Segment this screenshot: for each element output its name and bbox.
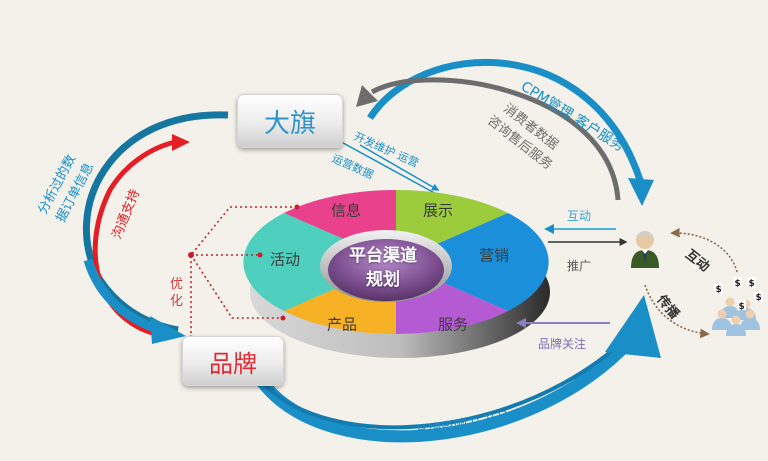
brand-attention-label: 品牌关注 bbox=[538, 337, 587, 351]
segment-activity bbox=[243, 213, 396, 311]
segment-label-activity: 活动 bbox=[269, 250, 301, 269]
segment-label-info: 信息 bbox=[330, 201, 362, 220]
spread-arrow bbox=[644, 284, 710, 339]
brand-node-box: 品牌 bbox=[182, 336, 284, 386]
crowd-money-icon: $ $ $ $ $ bbox=[712, 277, 763, 336]
svg-text:$: $ bbox=[756, 293, 762, 303]
cpm-arrow bbox=[367, 58, 654, 206]
segment-marketing bbox=[396, 213, 549, 311]
segment-label-product: 产品 bbox=[326, 315, 358, 334]
svg-text:$: $ bbox=[716, 285, 722, 295]
interact-right-arrow bbox=[670, 227, 738, 273]
segment-label-marketing: 营销 bbox=[478, 246, 510, 265]
platform-wheel bbox=[243, 189, 550, 358]
consumer-data-arrow bbox=[356, 77, 621, 201]
svg-text:$: $ bbox=[739, 302, 745, 312]
center-hub-title: 平台渠道 规划 bbox=[349, 246, 417, 290]
optimize-label: 优化 bbox=[170, 277, 184, 309]
interact-left-label: 互动 bbox=[567, 209, 592, 223]
top-node-box: 大旗 bbox=[237, 94, 343, 148]
businessman-icon bbox=[631, 231, 659, 268]
optimize-connectors bbox=[190, 206, 297, 338]
segment-label-display: 展示 bbox=[422, 201, 454, 220]
top-node-label: 大旗 bbox=[263, 108, 316, 139]
to-brand-arrow bbox=[83, 258, 186, 344]
brand-influence-arrow bbox=[257, 295, 661, 443]
segment-label-service: 服务 bbox=[437, 315, 469, 334]
promote-label: 推广 bbox=[567, 259, 592, 273]
svg-text:$: $ bbox=[749, 279, 755, 289]
brand-node-label: 品牌 bbox=[209, 349, 257, 378]
ops-data-arrow bbox=[332, 137, 441, 197]
svg-text:$: $ bbox=[735, 279, 741, 289]
